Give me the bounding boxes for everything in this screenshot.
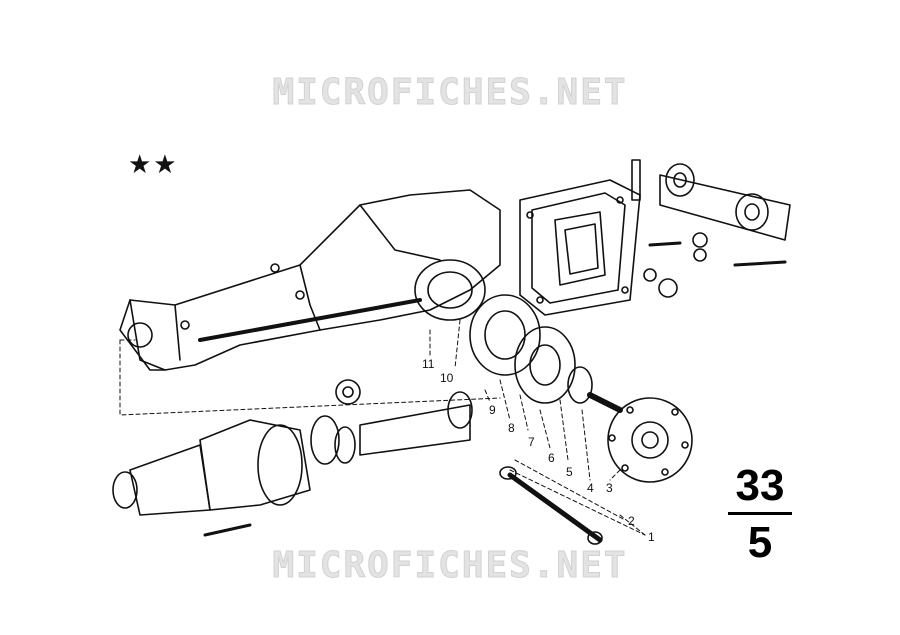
group-divider [728, 512, 792, 515]
watermark-top: MICROFICHES.NET [272, 72, 628, 114]
callout-4: 4 [587, 481, 594, 495]
group-code: 33 5 [728, 462, 792, 567]
leader-lines [119, 319, 646, 536]
watermark-bottom: MICROFICHES.NET [272, 545, 628, 587]
callout-9: 9 [489, 403, 496, 417]
subgroup-number: 5 [747, 518, 773, 567]
callout-1: 1 [648, 530, 655, 544]
callout-11: 11 [422, 357, 435, 371]
long-bolt [499, 466, 603, 545]
callout-7: 7 [528, 435, 535, 449]
rubber-mount-bracket [631, 159, 791, 298]
housing-cover [519, 179, 641, 316]
callout-5: 5 [566, 465, 573, 479]
callout-6: 6 [548, 451, 555, 465]
pinion-shaft-assembly [112, 379, 473, 537]
output-flange [607, 397, 693, 483]
group-number: 33 [735, 461, 785, 510]
differential-housing [119, 189, 501, 371]
bearing-carrier [469, 294, 623, 413]
callout-8: 8 [508, 421, 515, 435]
callout-2: 2 [628, 514, 635, 528]
callout-3: 3 [606, 481, 613, 495]
callout-10: 10 [440, 371, 454, 385]
star-symbols: ★★ [128, 150, 179, 180]
